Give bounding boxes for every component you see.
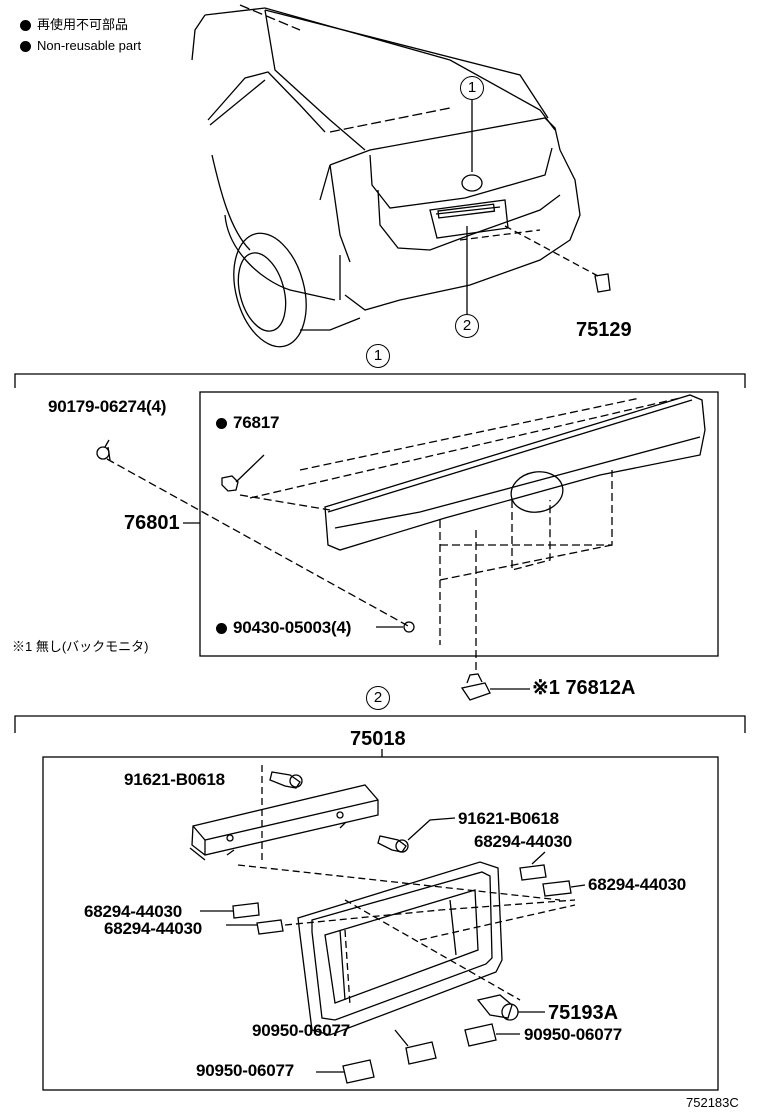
callout-1-top: 1 <box>460 76 484 100</box>
label-76812A: ※1 76812A <box>532 677 636 699</box>
bolt-91621-b <box>377 817 456 853</box>
section1-box <box>199 391 719 657</box>
note-back-monitor: ※1 無し(バックモニタ) <box>12 639 149 654</box>
label-76801: 76801 <box>124 512 180 534</box>
label-90430: 90430-05003(4) <box>216 619 351 636</box>
bullet-icon <box>20 41 31 53</box>
label-68294-d: 68294-44030 <box>104 919 203 938</box>
car-rear-illustration <box>191 4 611 348</box>
label-90950-b: 90950-06077 <box>524 1025 623 1044</box>
tapes <box>316 1023 520 1084</box>
bolt-91621-a <box>269 771 303 789</box>
connector-75193A <box>476 994 545 1021</box>
label-75018: 75018 <box>350 728 406 750</box>
bracket-part <box>189 765 561 901</box>
pads <box>200 851 586 935</box>
section1-bracket <box>14 373 746 388</box>
figure-id: 752183C <box>686 1095 739 1110</box>
nut-90430 <box>376 621 415 633</box>
part-76812A <box>460 673 530 701</box>
label-68294-a: 68294-44030 <box>474 832 573 851</box>
part-75129-label: 75129 <box>576 319 632 341</box>
label-75193A: 75193A <box>548 1002 619 1024</box>
callout-2-top: 2 <box>455 314 479 338</box>
section2-bracket <box>14 715 746 733</box>
non-reusable-bullet-icon <box>216 418 227 430</box>
clip-90179 <box>96 439 411 628</box>
section2-marker: 2 <box>366 686 390 710</box>
bullet-icon <box>20 20 31 32</box>
garnish-panel <box>239 394 706 670</box>
label-91621-a: 91621-B0618 <box>124 770 225 789</box>
section1-marker: 1 <box>366 344 390 368</box>
label-90179: 90179-06274(4) <box>48 397 167 416</box>
label-76817: 76817 <box>216 414 279 431</box>
label-90950-a: 90950-06077 <box>252 1021 351 1040</box>
non-reusable-bullet-icon <box>216 623 227 635</box>
legend-non-reusable-en: Non-reusable part <box>20 39 141 53</box>
label-91621-b: 91621-B0618 <box>458 809 559 828</box>
clip-76817 <box>221 454 265 492</box>
label-90950-c: 90950-06077 <box>196 1061 295 1080</box>
license-frame <box>284 861 576 1036</box>
section2-box <box>42 756 719 1091</box>
label-68294-b: 68294-44030 <box>588 875 687 894</box>
label-68294-c: 68294-44030 <box>84 902 183 921</box>
legend-non-reusable-jp: 再使用不可部品 <box>20 18 128 32</box>
